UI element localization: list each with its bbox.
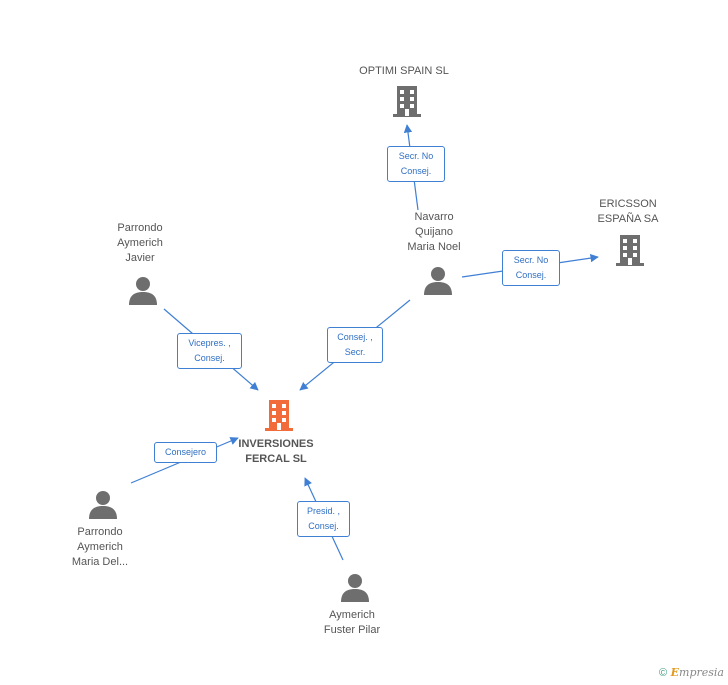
edge-label-parrondo-javier-inversiones: Vicepres. , Consej. [177, 333, 242, 369]
building-icon[interactable] [614, 233, 646, 267]
building-icon[interactable] [391, 84, 423, 118]
person-label-parrondo-maria[interactable]: Parrondo Aymerich Maria Del... [71, 526, 129, 568]
company-label-inversiones[interactable]: INVERSIONES FERCAL SL [238, 438, 314, 465]
edge-label-parrondo-maria-inversiones: Consejero [154, 442, 217, 463]
edge-label-navarro-inversiones: Consej. , Secr. [327, 327, 383, 363]
person-label-aymerich[interactable]: Aymerich Fuster Pilar [323, 609, 381, 636]
brand-logo-initial: E [670, 666, 680, 679]
person-icon[interactable] [88, 489, 118, 519]
person-icon[interactable] [423, 265, 453, 295]
person-icon[interactable] [128, 275, 158, 305]
edge-label-aymerich-inversiones: Presid. , Consej. [297, 501, 350, 537]
edge-label-navarro-optimi: Secr. No Consej. [387, 146, 445, 182]
building-icon-main[interactable] [263, 398, 295, 432]
copyright-symbol: © [659, 667, 668, 679]
person-label-navarro[interactable]: Navarro Quijano Maria Noel [407, 211, 461, 253]
person-label-parrondo-javier[interactable]: Parrondo Aymerich Javier [117, 222, 163, 264]
edge-label-navarro-ericsson: Secr. No Consej. [502, 250, 560, 286]
company-label-ericsson[interactable]: ERICSSON ESPAÑA SA [597, 198, 659, 225]
brand-footer: © Empresia [659, 666, 724, 679]
brand-logo-text: mpresia [679, 666, 724, 679]
company-label-optimi[interactable]: OPTIMI SPAIN SL [359, 65, 449, 77]
person-icon[interactable] [340, 572, 370, 602]
